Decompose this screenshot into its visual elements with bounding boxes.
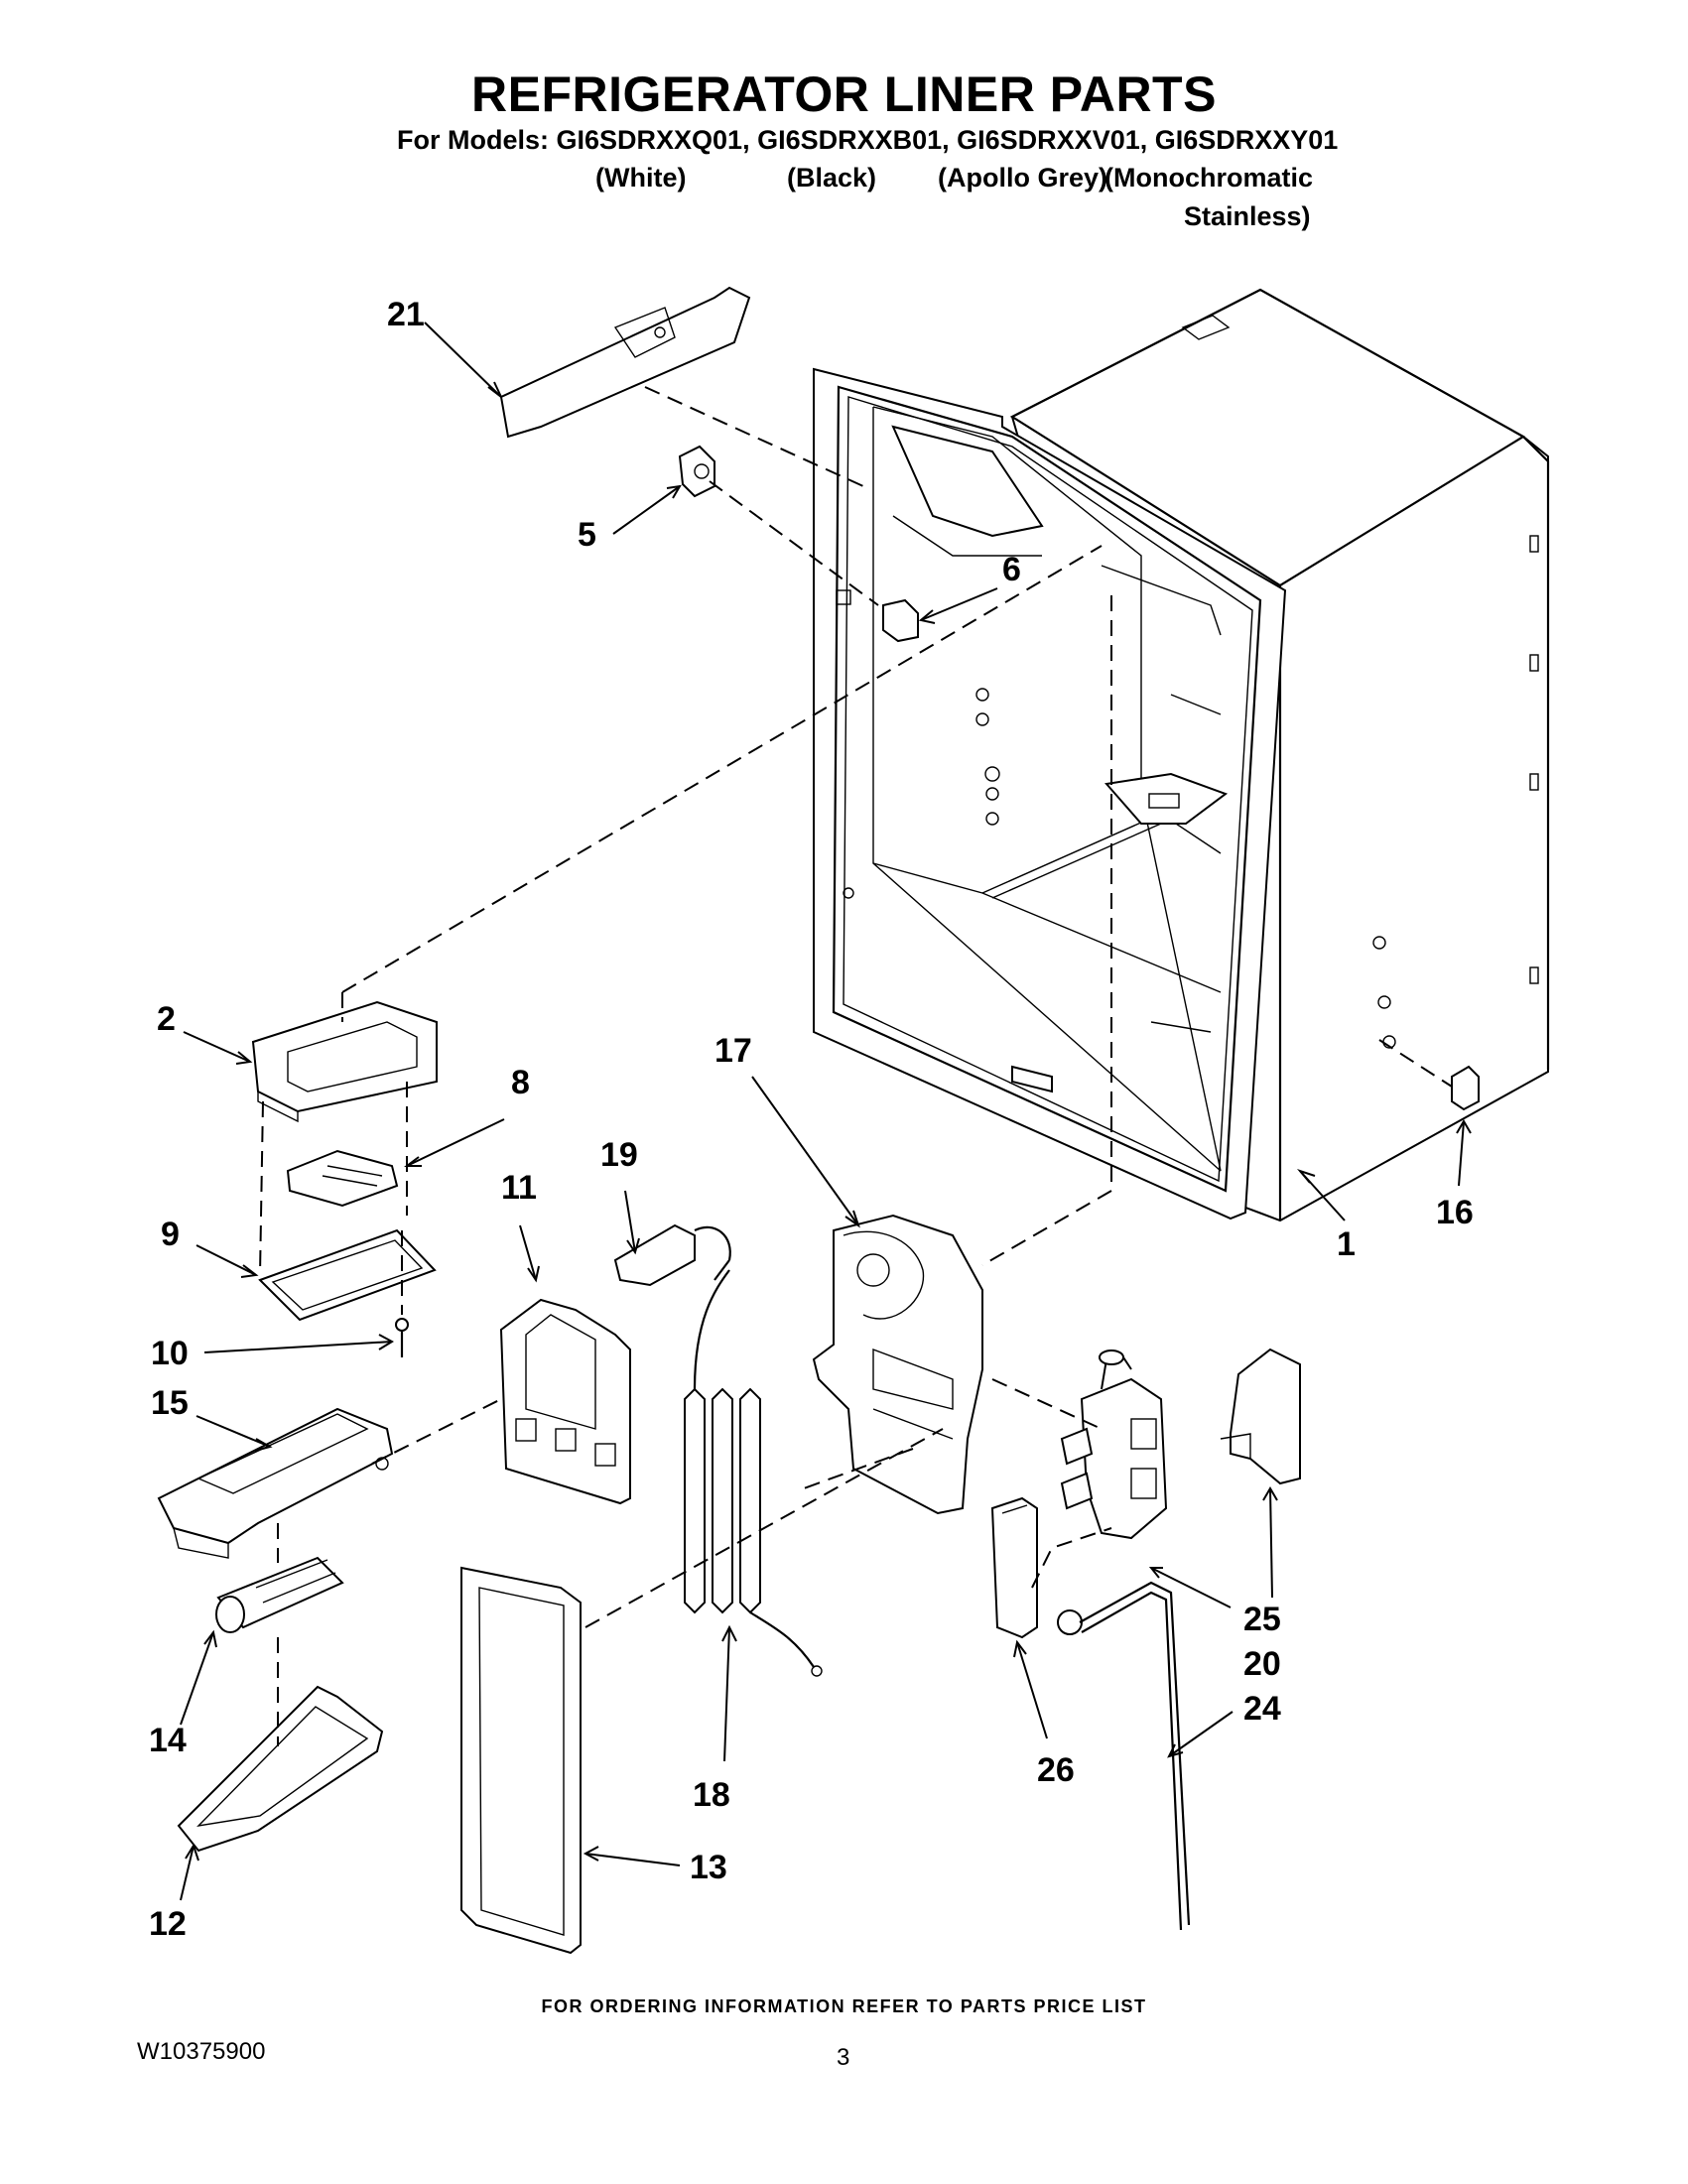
page-title: REFRIGERATOR LINER PARTS bbox=[471, 66, 1217, 122]
callout-25: 25 bbox=[1243, 1601, 1281, 1638]
part-10 bbox=[395, 1318, 409, 1357]
part-14 bbox=[215, 1556, 344, 1633]
page-number: 3 bbox=[837, 2044, 850, 2071]
part-21 bbox=[499, 286, 751, 439]
color-white: (White) bbox=[595, 163, 687, 193]
part-11 bbox=[499, 1298, 631, 1505]
ordering-note: FOR ORDERING INFORMATION REFER TO PARTS … bbox=[541, 1996, 1147, 2016]
callout-5: 5 bbox=[578, 516, 596, 554]
color-black: (Black) bbox=[787, 163, 877, 193]
callout-21: 21 bbox=[387, 296, 425, 333]
color-stainless: Stainless) bbox=[1184, 201, 1311, 231]
callout-20: 20 bbox=[1243, 1645, 1281, 1683]
part-9 bbox=[258, 1228, 437, 1322]
document-id: W10375900 bbox=[137, 2038, 266, 2065]
callout-6: 6 bbox=[1002, 551, 1021, 588]
part-18 bbox=[684, 1269, 823, 1677]
callout-10: 10 bbox=[151, 1335, 189, 1372]
callout-13: 13 bbox=[690, 1849, 727, 1886]
callout-17: 17 bbox=[714, 1032, 752, 1070]
part-2 bbox=[251, 1000, 438, 1123]
assembly-lines bbox=[259, 386, 1453, 1746]
part-17 bbox=[812, 1214, 983, 1515]
color-monochromatic: (Monochromatic bbox=[1104, 163, 1314, 193]
callout-9: 9 bbox=[161, 1216, 180, 1253]
callout-16: 16 bbox=[1436, 1194, 1474, 1231]
callout-2: 2 bbox=[157, 1000, 176, 1038]
callout-26: 26 bbox=[1037, 1751, 1075, 1789]
part-24 bbox=[1057, 1581, 1191, 1931]
part-8 bbox=[286, 1149, 399, 1208]
callout-11: 11 bbox=[501, 1169, 537, 1207]
callout-24: 24 bbox=[1243, 1690, 1281, 1728]
callout-15: 15 bbox=[151, 1384, 189, 1422]
callout-18: 18 bbox=[693, 1776, 730, 1814]
callout-1: 1 bbox=[1337, 1225, 1356, 1263]
part-16 bbox=[1451, 1065, 1480, 1111]
part-5 bbox=[678, 445, 715, 498]
callout-arrows bbox=[180, 321, 1472, 1901]
part-6 bbox=[882, 598, 919, 643]
part-25 bbox=[1220, 1348, 1301, 1485]
callout-8: 8 bbox=[511, 1064, 530, 1101]
color-apollo-grey: (Apollo Grey) bbox=[938, 163, 1108, 193]
callout-19: 19 bbox=[600, 1136, 638, 1174]
part-13 bbox=[460, 1566, 582, 1955]
callout-12: 12 bbox=[149, 1905, 187, 1943]
models-line: For Models: GI6SDRXXQ01, GI6SDRXXB01, GI… bbox=[397, 125, 1339, 155]
callout-labels: 21 5 6 2 8 9 10 15 14 12 11 19 17 18 13 … bbox=[149, 296, 1474, 1943]
part-1-liner bbox=[813, 288, 1550, 1222]
callout-14: 14 bbox=[149, 1722, 187, 1759]
part-20 bbox=[1060, 1349, 1168, 1540]
part-19 bbox=[613, 1223, 731, 1287]
part-12 bbox=[177, 1685, 384, 1853]
part-15 bbox=[157, 1407, 394, 1559]
part-26 bbox=[990, 1496, 1038, 1639]
